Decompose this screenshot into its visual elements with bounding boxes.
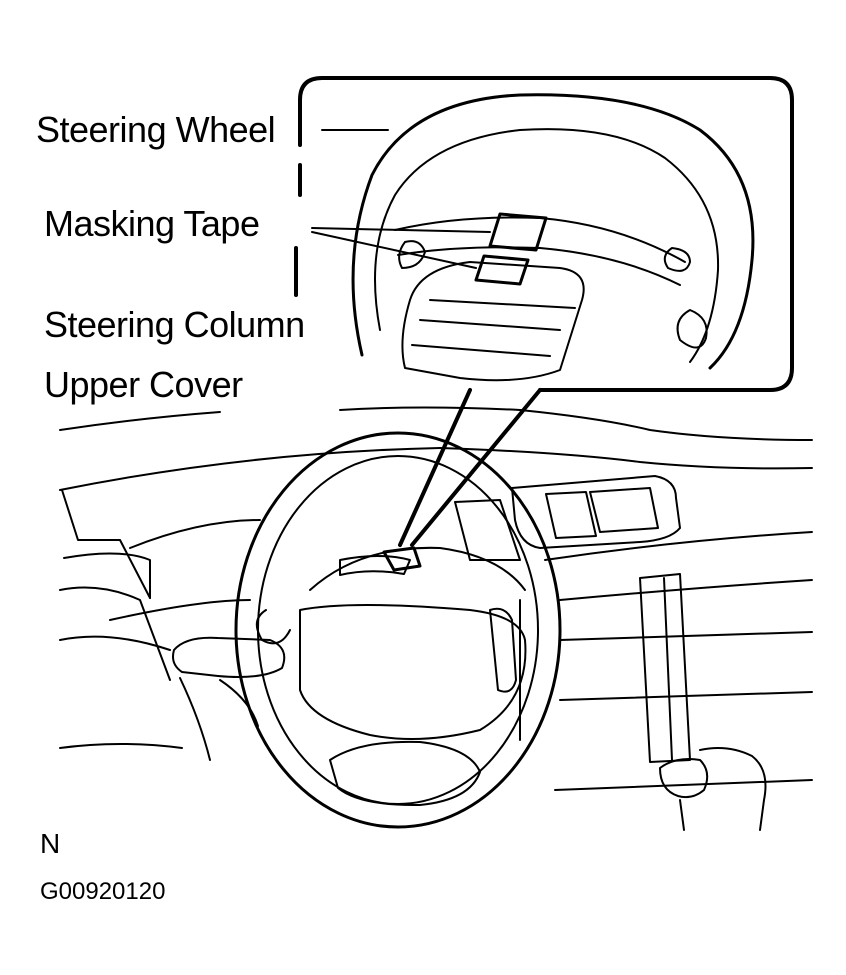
main-steering-wheel [236, 433, 560, 827]
leader-lines [312, 130, 490, 268]
label-steering-wheel: Steering Wheel [36, 109, 276, 150]
callout-frame [296, 78, 792, 390]
callout-pointer [400, 390, 540, 545]
label-steering-column: Steering Column [44, 304, 305, 345]
dashboard [60, 408, 812, 791]
left-hand [173, 638, 284, 760]
figure-code: G00920120 [40, 878, 166, 905]
label-masking-tape: Masking Tape [44, 203, 260, 244]
detail-steering-wheel [353, 95, 753, 368]
masking-tape-detail [476, 214, 546, 284]
view-marker: N [40, 828, 61, 859]
label-upper-cover: Upper Cover [44, 364, 243, 405]
right-hand [660, 748, 766, 830]
detail-column-cover [402, 262, 583, 380]
